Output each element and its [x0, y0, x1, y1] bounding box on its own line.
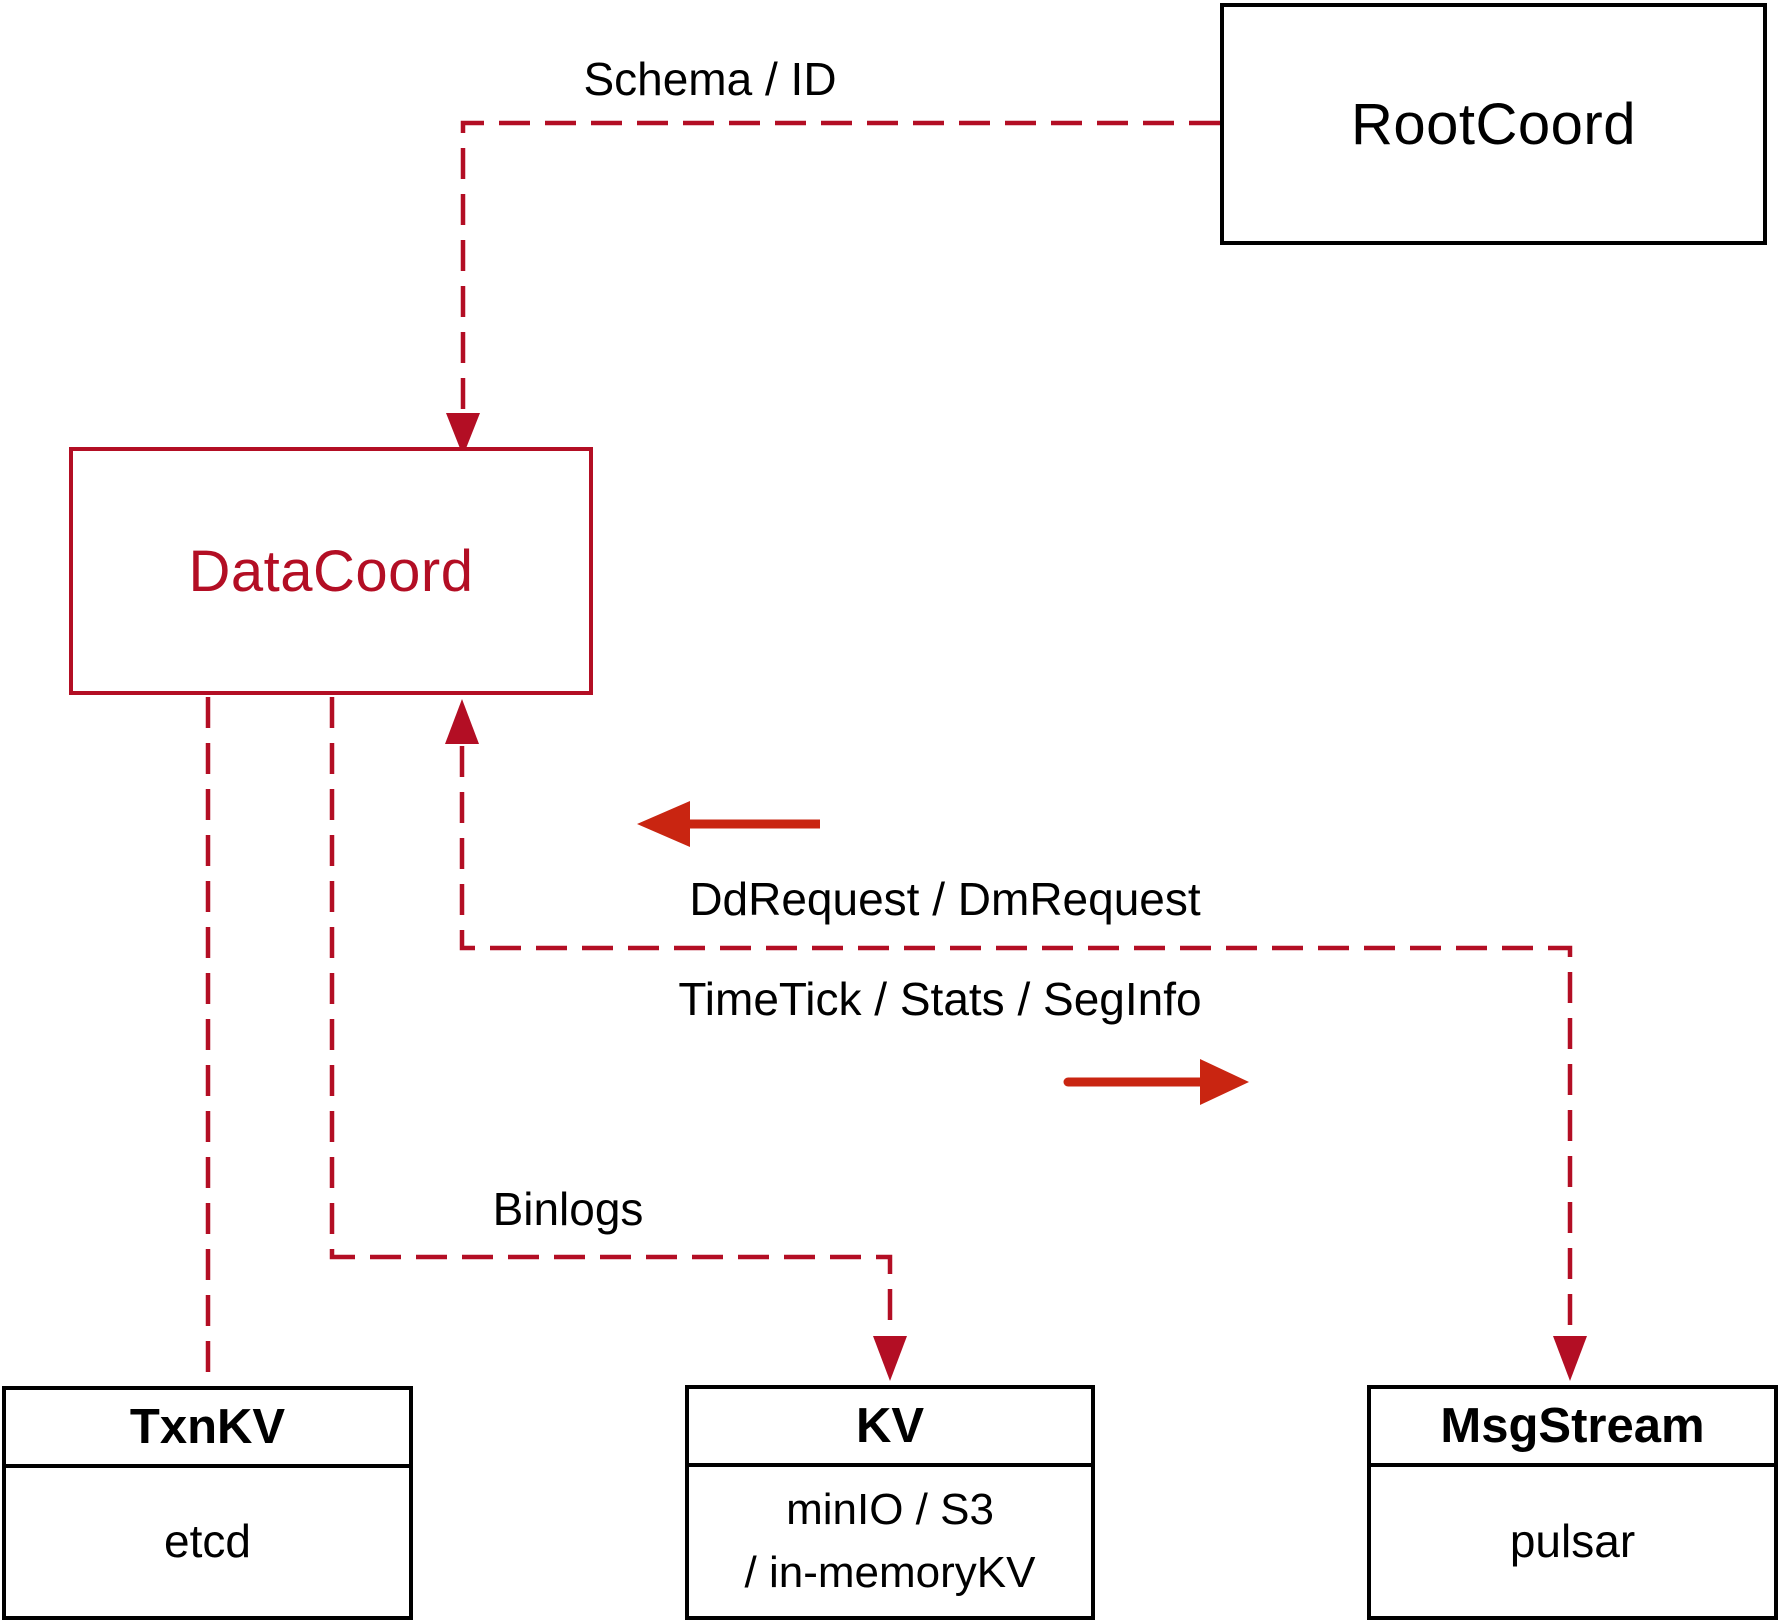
- direction-arrow-right: [1063, 1059, 1249, 1105]
- edge-msgstream-line: [459, 746, 1573, 1334]
- edge-label-binlogs: Binlogs: [492, 1183, 644, 1235]
- node-kv-body: minIO / S3 / in-memoryKV: [689, 1467, 1091, 1616]
- node-msgstream-impl: pulsar: [1509, 1514, 1636, 1567]
- node-kv: KV minIO / S3 / in-memoryKV: [685, 1385, 1095, 1620]
- node-kv-title: KV: [689, 1389, 1091, 1467]
- arrow-right-icon: [1200, 1059, 1249, 1105]
- node-txnkv: TxnKV etcd: [2, 1386, 413, 1620]
- arrow-up-icon: [445, 699, 479, 744]
- direction-arrow-left: [637, 801, 820, 847]
- edge-binlogs-line: [329, 697, 893, 1334]
- node-txnkv-body: etcd: [6, 1468, 409, 1616]
- edge-label-schema-id: Schema / ID: [583, 53, 837, 105]
- arrow-down-icon: [1553, 1336, 1587, 1381]
- node-datacoord: DataCoord: [69, 447, 593, 695]
- node-txnkv-impl: etcd: [164, 1515, 251, 1568]
- edge-msgstream-datacoord: [445, 699, 1587, 1381]
- node-rootcoord: RootCoord: [1220, 3, 1767, 245]
- node-msgstream: MsgStream pulsar: [1367, 1385, 1778, 1620]
- edge-binlogs: [329, 697, 907, 1381]
- node-kv-impl-line1: minIO / S3: [786, 1485, 994, 1535]
- arrow-down-icon: [873, 1336, 907, 1381]
- node-txnkv-title: TxnKV: [6, 1390, 409, 1468]
- node-msgstream-title: MsgStream: [1371, 1389, 1774, 1467]
- arrow-left-icon: [637, 801, 690, 847]
- edge-label-ddrequest-dmrequest: DdRequest / DmRequest: [689, 873, 1201, 925]
- edge-label-timetick-stats-seginfo: TimeTick / Stats / SegInfo: [678, 973, 1202, 1025]
- edge-schema-id-line: [460, 120, 1220, 411]
- edge-schema-id: [446, 120, 1220, 456]
- node-kv-impl-line2: / in-memoryKV: [744, 1547, 1036, 1597]
- arrow-down-icon: [446, 413, 480, 456]
- node-msgstream-body: pulsar: [1371, 1467, 1774, 1616]
